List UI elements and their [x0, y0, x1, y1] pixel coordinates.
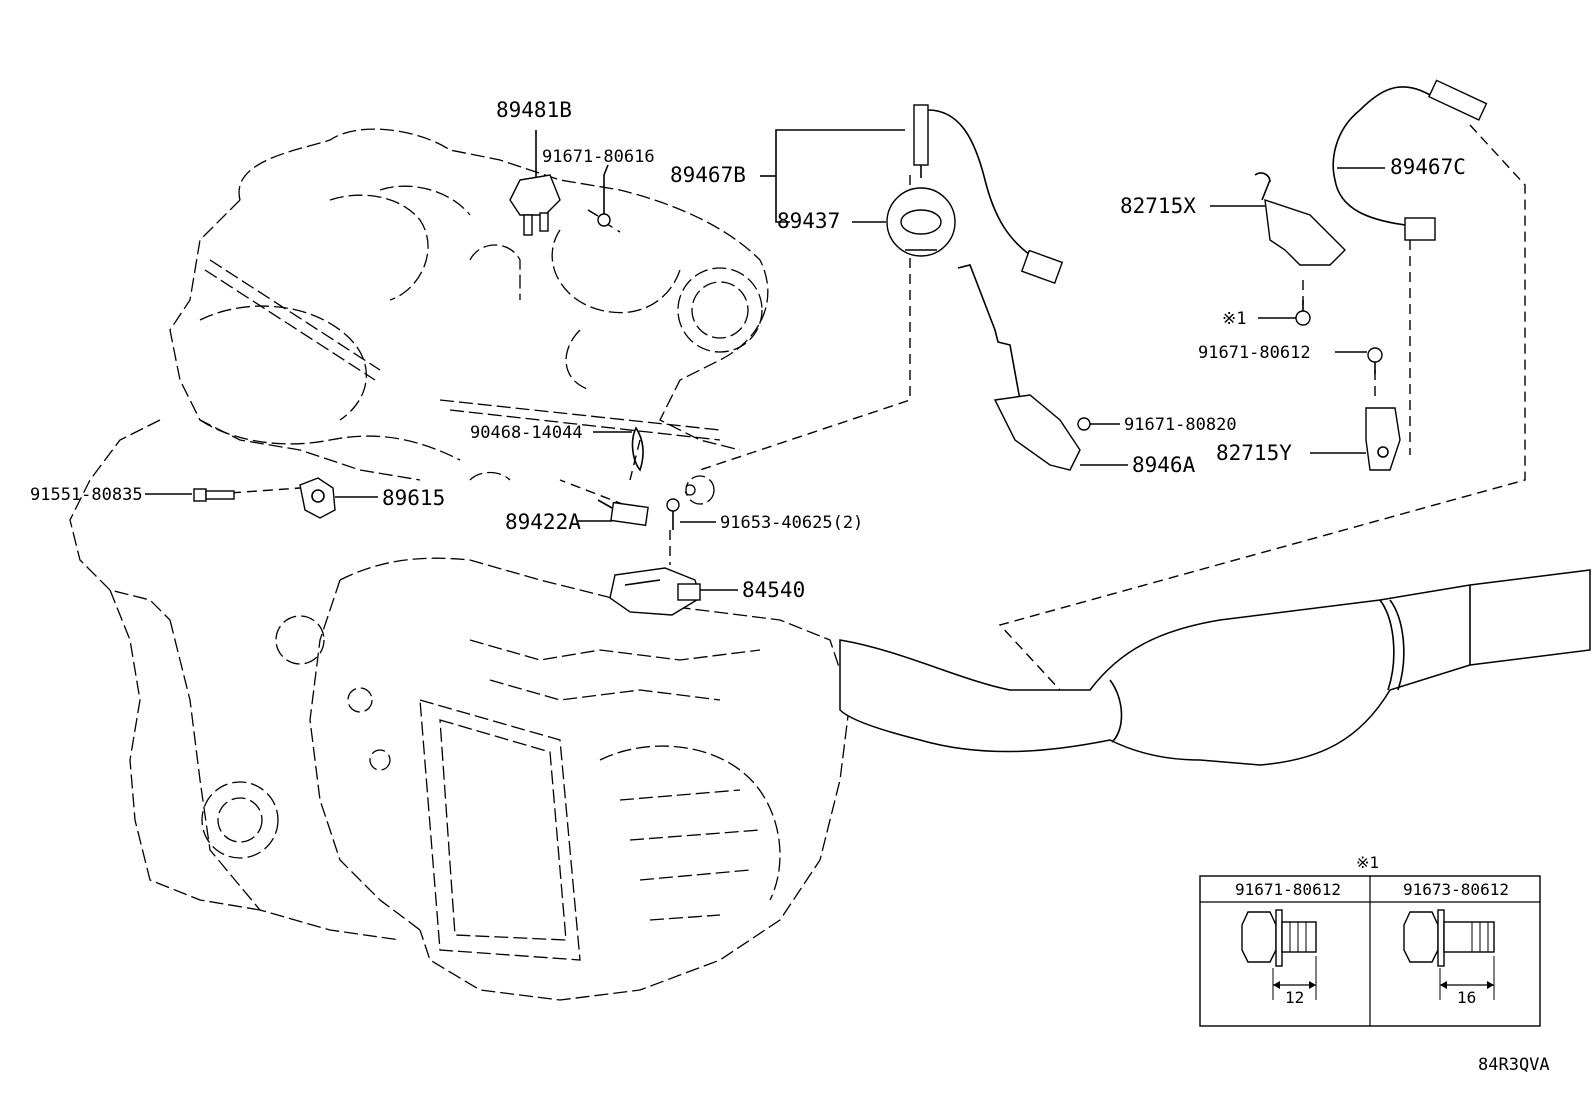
temp-sensor-89422A: [597, 499, 649, 527]
dim-12: 12: [1285, 988, 1304, 1007]
label-89615: 89615: [382, 486, 445, 510]
table-col1-header: 91671-80612: [1235, 880, 1341, 899]
label-84540: 84540: [742, 578, 805, 602]
bolt-91653-40625: [666, 498, 680, 530]
label-89467B: 89467B: [670, 163, 746, 187]
bolt-note1: [1295, 300, 1311, 326]
transaxle-assembly: [201, 475, 851, 1001]
label-note1: ※1: [1222, 309, 1246, 329]
sensor-8946A: [957, 264, 1081, 471]
table-title: ※1: [1356, 853, 1379, 872]
label-91671-80612: 91671-80612: [1198, 343, 1311, 363]
knock-sensor-89615: [299, 477, 336, 519]
diagram-code: 84R3QVA: [1478, 1055, 1550, 1075]
dim-16: 16: [1457, 988, 1476, 1007]
bolt-91671-80820: [1077, 417, 1091, 431]
label-82715X: 82715X: [1120, 194, 1196, 218]
table-col2-header: 91673-80612: [1403, 880, 1509, 899]
bracket-82715X: [1254, 172, 1346, 266]
bolt-91671-80616: [587, 164, 611, 227]
bracket-82715Y: [1365, 407, 1401, 471]
switch-84540: [609, 567, 701, 616]
bolt-12mm-icon: 12: [1241, 909, 1317, 1007]
bolt-91671-80612: [1367, 347, 1383, 374]
bolt-91551-80835: [193, 488, 235, 502]
gasket-89437: [886, 187, 956, 257]
label-91671-80616: 91671-80616: [542, 147, 655, 167]
o2-sensor-89467C: [1332, 79, 1488, 241]
label-89481B: 89481B: [496, 98, 572, 122]
exhaust-pipe: [839, 569, 1591, 766]
engine-assembly: [69, 128, 769, 941]
label-91653-40625: 91653-40625(2): [720, 513, 863, 533]
vacuum-switch-89481B: [509, 130, 561, 236]
label-90468-14044: 90468-14044: [470, 423, 583, 443]
labels: 89481B 91671-80616 89467B 89437 89467C 8…: [30, 98, 1466, 602]
clamp-90468-14044: [631, 426, 644, 472]
label-89437: 89437: [777, 209, 840, 233]
label-82715Y: 82715Y: [1216, 441, 1292, 465]
label-8946A: 8946A: [1132, 453, 1196, 477]
label-91671-80820: 91671-80820: [1124, 415, 1237, 435]
bolt-16mm-icon: 16: [1403, 909, 1495, 1007]
label-91551-80835: 91551-80835: [30, 485, 143, 505]
o2-sensor-89467B: [913, 104, 1064, 285]
label-89422A: 89422A: [505, 510, 581, 534]
bolt-table: ※1 91671-80612 91673-80612 12: [1199, 853, 1541, 1027]
label-89467C: 89467C: [1390, 155, 1466, 179]
leader-dashes: [214, 124, 1526, 691]
